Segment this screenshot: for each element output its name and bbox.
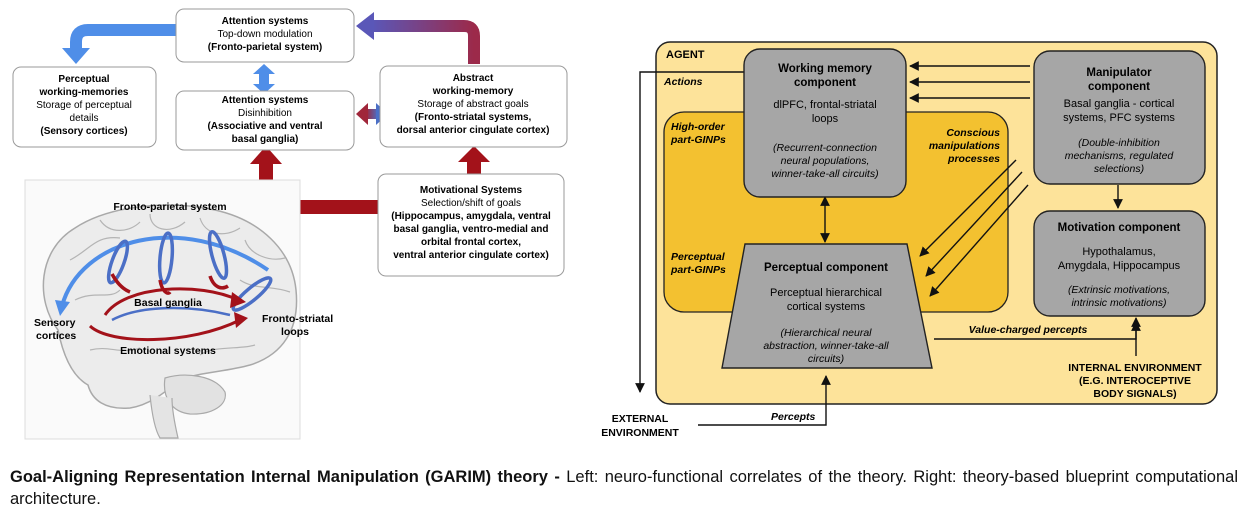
perceptual-wm-box: [12, 66, 157, 148]
attention-mid-box: [175, 90, 355, 151]
internal-env-label: (E.G. INTEROCEPTIVE: [1079, 375, 1191, 387]
brain-label-emotional: Emotional systems: [120, 345, 216, 357]
garim-figure: Attention systems Top-down modulation (F…: [12, 8, 1218, 440]
caption-title: Goal-Aligning Representation Internal Ma…: [10, 468, 560, 486]
motivational-title: Motivational Systems: [420, 185, 523, 196]
external-env-label: EXTERNAL: [612, 413, 669, 425]
working-memory-italic: (Recurrent-connection: [773, 142, 877, 154]
perceptual-component-line: Perceptual hierarchical: [770, 287, 882, 299]
motivation-line: Hypothalamus,: [1082, 246, 1155, 258]
working-memory-title: Working memory: [778, 63, 872, 75]
motivation-box: [1033, 210, 1206, 317]
working-memory-line: dlPFC, frontal-striatal: [773, 99, 876, 111]
abstract-wm-line: Storage of abstract goals: [417, 99, 528, 110]
attention-mid-line: Disinhibition: [238, 108, 292, 119]
motivational-line: basal ganglia, ventro-medial and: [393, 224, 548, 235]
external-env-label: ENVIRONMENT: [601, 427, 679, 439]
perceptual-component-italic: (Hierarchical neural: [780, 327, 872, 339]
perceptual-wm-line: (Sensory cortices): [40, 126, 127, 137]
perceptual-wm-line: details: [70, 113, 99, 124]
attention-mid-title: Attention systems: [222, 95, 309, 106]
manipulator-line: Basal ganglia - cortical: [1064, 98, 1175, 110]
figure-caption: Goal-Aligning Representation Internal Ma…: [10, 466, 1238, 510]
perceptual-wm-title: Perceptual: [58, 74, 109, 85]
conscious-label: manipulations: [929, 140, 1000, 152]
perceptual-component-italic: abstraction, winner-take-all: [763, 340, 889, 352]
caption-text: Left: neuro-functional correlates of the…: [10, 468, 1238, 508]
perceptual-component-title: Perceptual component: [764, 262, 888, 274]
abstract-wm-line: dorsal anterior cingulate cortex): [397, 125, 550, 136]
attention-top-box: [175, 8, 355, 63]
manipulator-title: component: [1088, 81, 1150, 93]
agent-label: AGENT: [666, 49, 705, 61]
attention-mid-line: basal ganglia): [232, 134, 299, 145]
arrow-abstract-to-attention: [356, 12, 480, 64]
brain-label-fronto-striatal: Fronto-striatal: [262, 313, 333, 325]
motivational-line: ventral anterior cingulate cortex): [393, 250, 549, 261]
working-memory-italic: winner-take-all circuits): [771, 168, 878, 180]
motivation-title: Motivation component: [1058, 222, 1181, 234]
arrows-right-panel: [635, 61, 1141, 426]
abstract-wm-line: (Fronto-striatal systems,: [415, 112, 532, 123]
brain-label-basal-ganglia: Basal ganglia: [134, 297, 202, 309]
manipulator-italic: (Double-inhibition: [1078, 137, 1160, 149]
high-order-label: part-GINPs: [670, 134, 726, 146]
perceptual-wm-title: working-memories: [39, 87, 129, 98]
working-memory-box: [743, 48, 907, 198]
perceptual-component-line: cortical systems: [787, 301, 866, 313]
motivational-line: (Hippocampus, amygdala, ventral: [391, 211, 551, 222]
motivation-italic: (Extrinsic motivations,: [1068, 284, 1170, 296]
manipulator-italic: mechanisms, regulated: [1065, 150, 1175, 162]
attention-top-title: Attention systems: [222, 16, 309, 27]
internal-env-label: BODY SIGNALS): [1093, 388, 1176, 400]
perceptual-ginps-label: Perceptual: [671, 251, 726, 263]
working-memory-italic: neural populations,: [781, 155, 870, 167]
brain-label-fronto-striatal: loops: [281, 326, 309, 338]
motivational-line: Selection/shift of goals: [421, 198, 521, 209]
manipulator-box: [1033, 50, 1206, 185]
manipulator-line: systems, PFC systems: [1063, 112, 1175, 124]
manipulator-title: Manipulator: [1086, 67, 1152, 79]
perceptual-component-box: [721, 243, 933, 369]
conscious-label: Conscious: [946, 127, 1000, 139]
working-memory-line: loops: [812, 113, 839, 125]
internal-env-label: INTERNAL ENVIRONMENT: [1068, 362, 1202, 374]
attention-top-line: Top-down modulation: [217, 29, 312, 40]
arrow-attention-to-perceptual: [62, 24, 178, 64]
perceptual-component-italic: circuits): [808, 353, 844, 365]
attention-mid-line: (Associative and ventral: [207, 121, 322, 132]
motivational-line: orbital frontal cortex,: [421, 237, 521, 248]
perceptual-wm-line: Storage of perceptual: [36, 100, 132, 111]
motivation-italic: intrinsic motivations): [1071, 297, 1166, 309]
arrow-attention-bidirectional: [253, 64, 275, 94]
actions-label: Actions: [663, 76, 703, 88]
brain-illustration: [24, 179, 301, 440]
arrow-motivation-to-abstract: [458, 146, 490, 176]
abstract-wm-title: Abstract: [453, 73, 494, 84]
motivation-line: Amygdala, Hippocampus: [1058, 260, 1181, 272]
value-charged-label: Value-charged percepts: [969, 324, 1088, 336]
brain-label-fronto-parietal: Fronto-parietal system: [113, 201, 226, 213]
motivational-box: [377, 173, 565, 277]
working-memory-title: component: [794, 77, 856, 89]
perceptual-ginps-label: part-GINPs: [670, 264, 726, 276]
high-order-label: High-order: [671, 121, 726, 133]
abstract-wm-box: [379, 65, 568, 148]
conscious-label: processes: [947, 153, 1000, 165]
brain-label-sensory: cortices: [36, 330, 76, 342]
manipulator-italic: selections): [1094, 163, 1144, 175]
percepts-label: Percepts: [771, 411, 816, 423]
brain-label-sensory: Sensory: [34, 317, 76, 329]
abstract-wm-title: working-memory: [432, 86, 514, 97]
attention-top-line: (Fronto-parietal system): [208, 42, 322, 53]
